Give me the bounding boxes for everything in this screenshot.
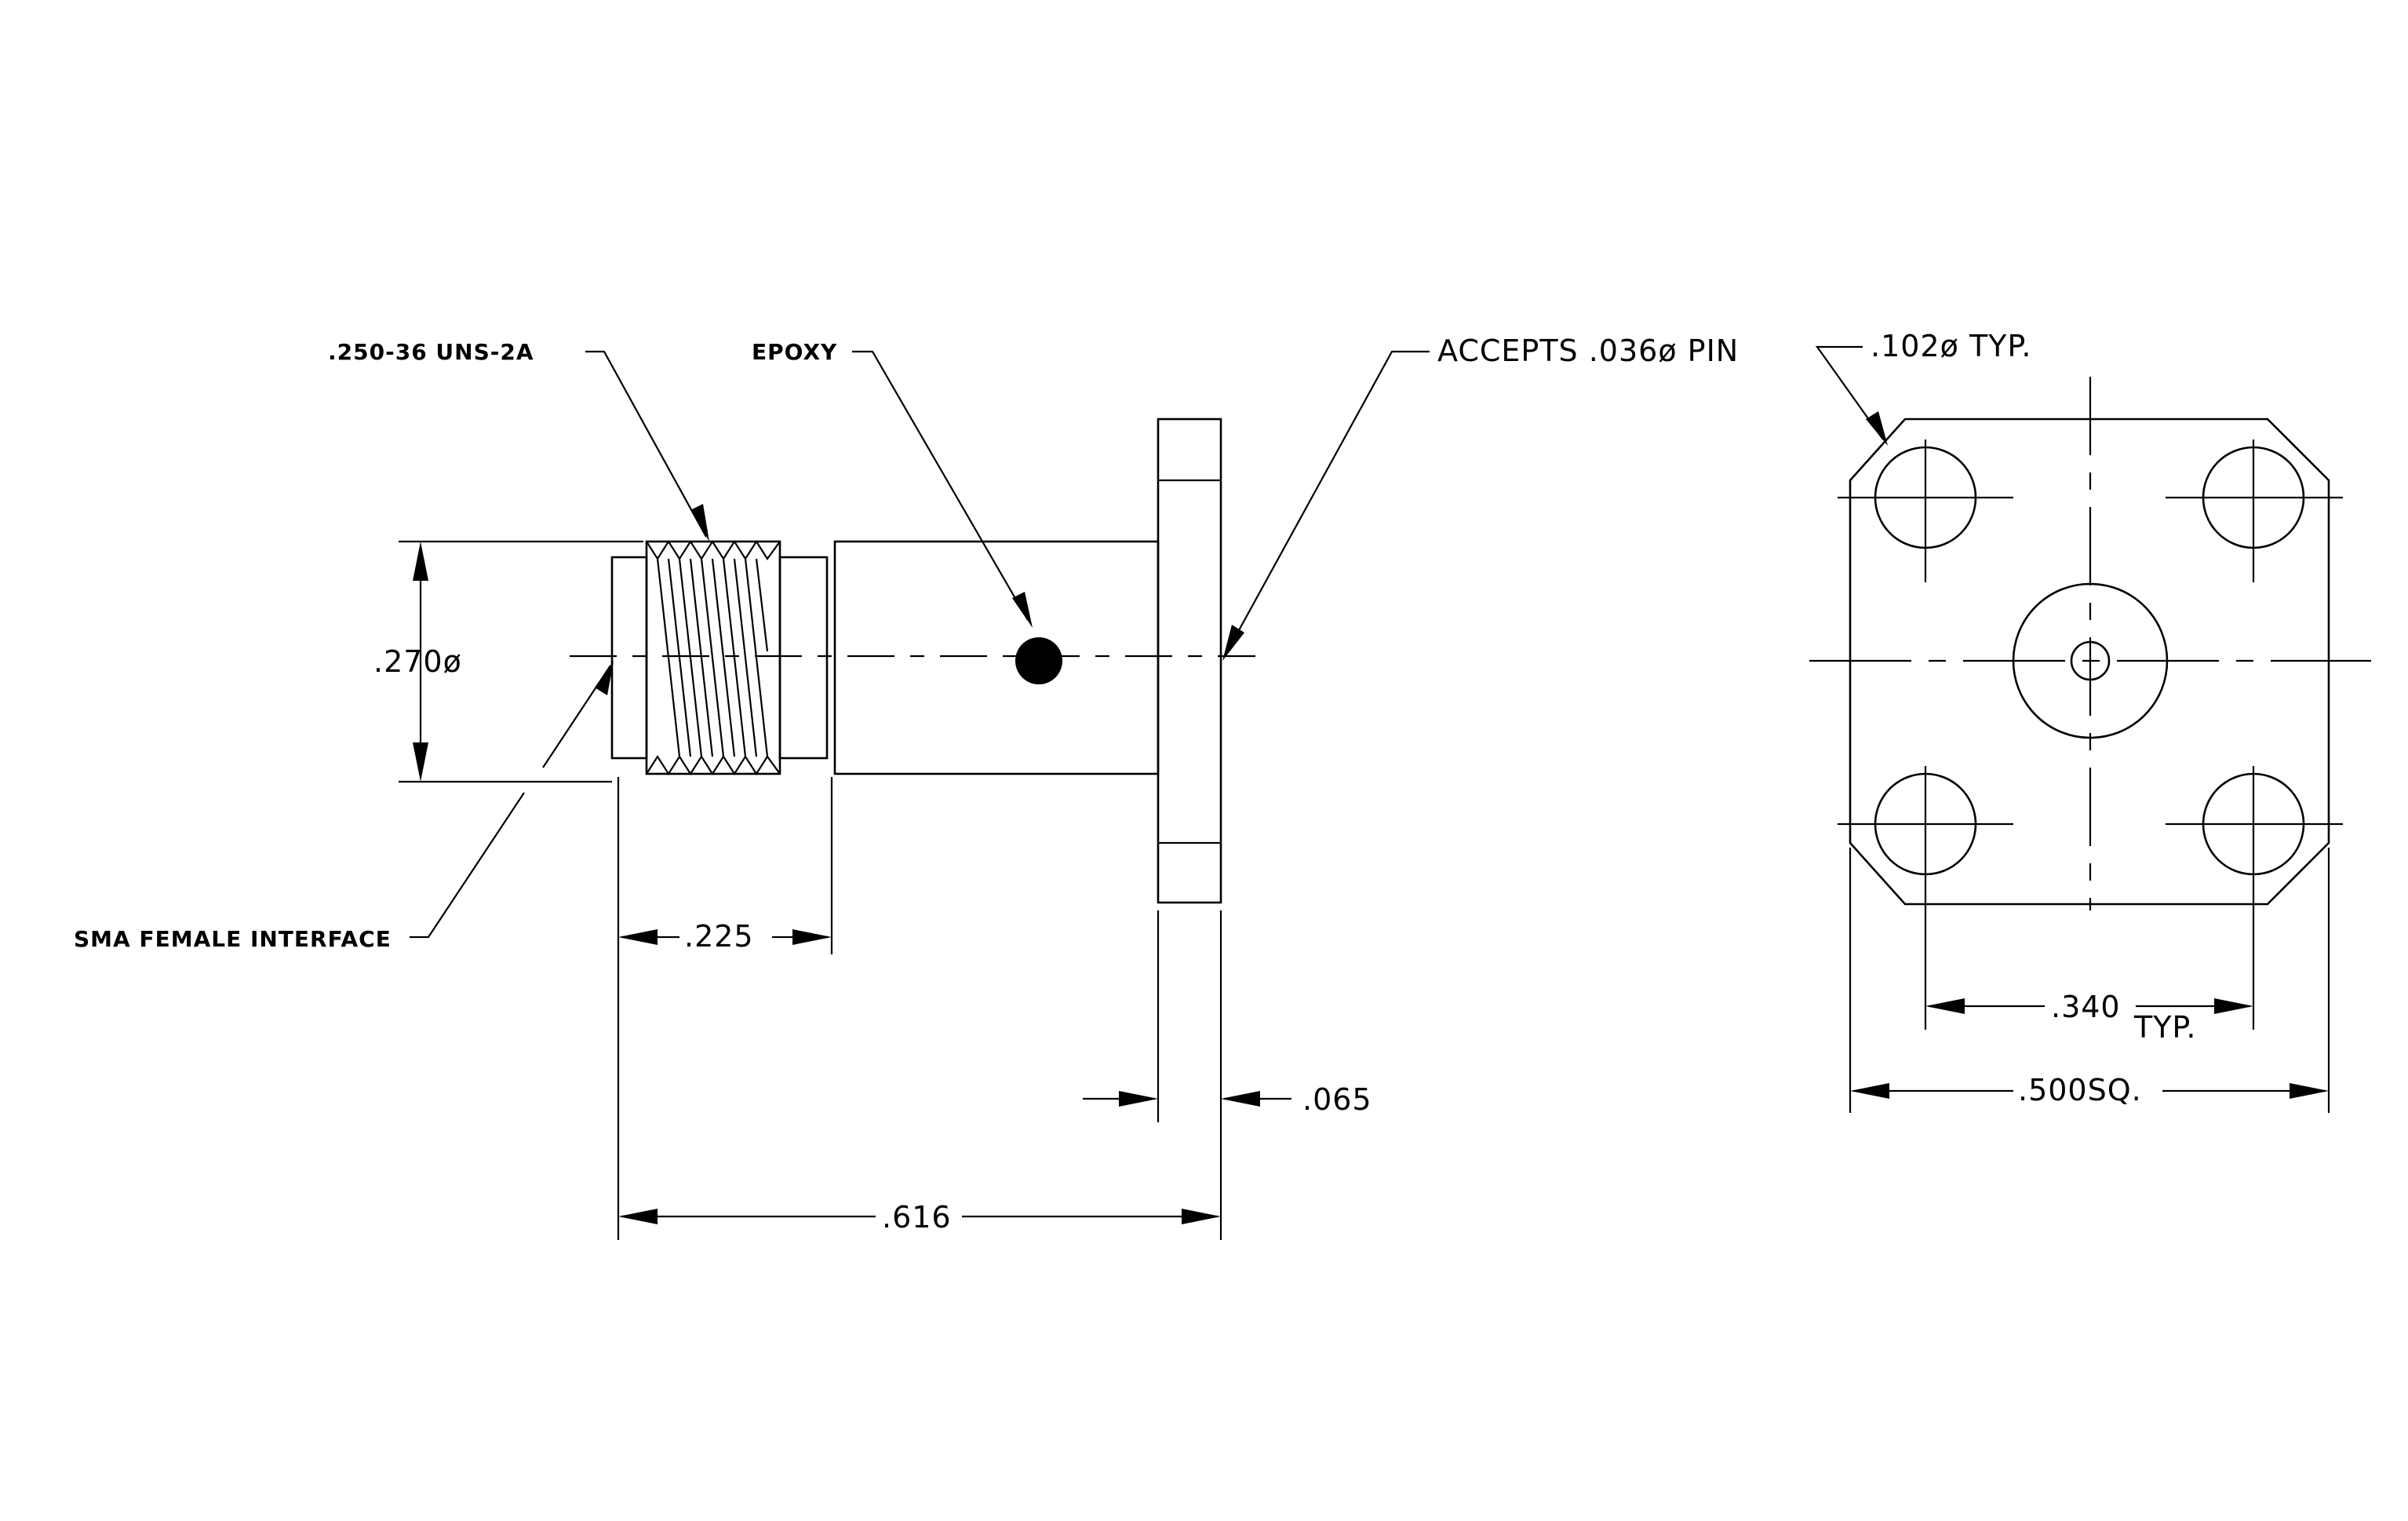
hole-spacing-dimension: .340 (2051, 990, 2121, 1024)
flange-thickness-dimension: .065 (1302, 1082, 1372, 1117)
hole-callout: .102ø TYP. (1871, 329, 2031, 363)
square-flange (1849, 418, 2330, 906)
dielectric (2012, 582, 2169, 739)
front-collar (778, 556, 829, 760)
interface-callout: SMA FEMALE INTERFACE (74, 926, 392, 952)
thread-length-dimension: .225 (684, 919, 754, 954)
overall-length-dimension: .616 (882, 1200, 952, 1235)
flange-size-dimension: .500SQ. (2018, 1073, 2142, 1107)
front-view (1809, 345, 2371, 1113)
rear-collar (610, 556, 648, 760)
epoxy-callout: EPOXY (752, 339, 837, 365)
thread-teeth (646, 539, 781, 776)
center-pin (2070, 640, 2111, 681)
epoxy-dot (1015, 637, 1062, 684)
thread-callout: .250-36 UNS-2A (328, 339, 534, 365)
side-view (399, 350, 1430, 1240)
barrel (833, 540, 1160, 775)
flange (1157, 418, 1222, 904)
hole-spacing-note: TYP. (2133, 1010, 2197, 1045)
pin-callout: ACCEPTS .036ø PIN (1437, 334, 1739, 368)
diameter-dimension: .270ø (373, 644, 462, 679)
